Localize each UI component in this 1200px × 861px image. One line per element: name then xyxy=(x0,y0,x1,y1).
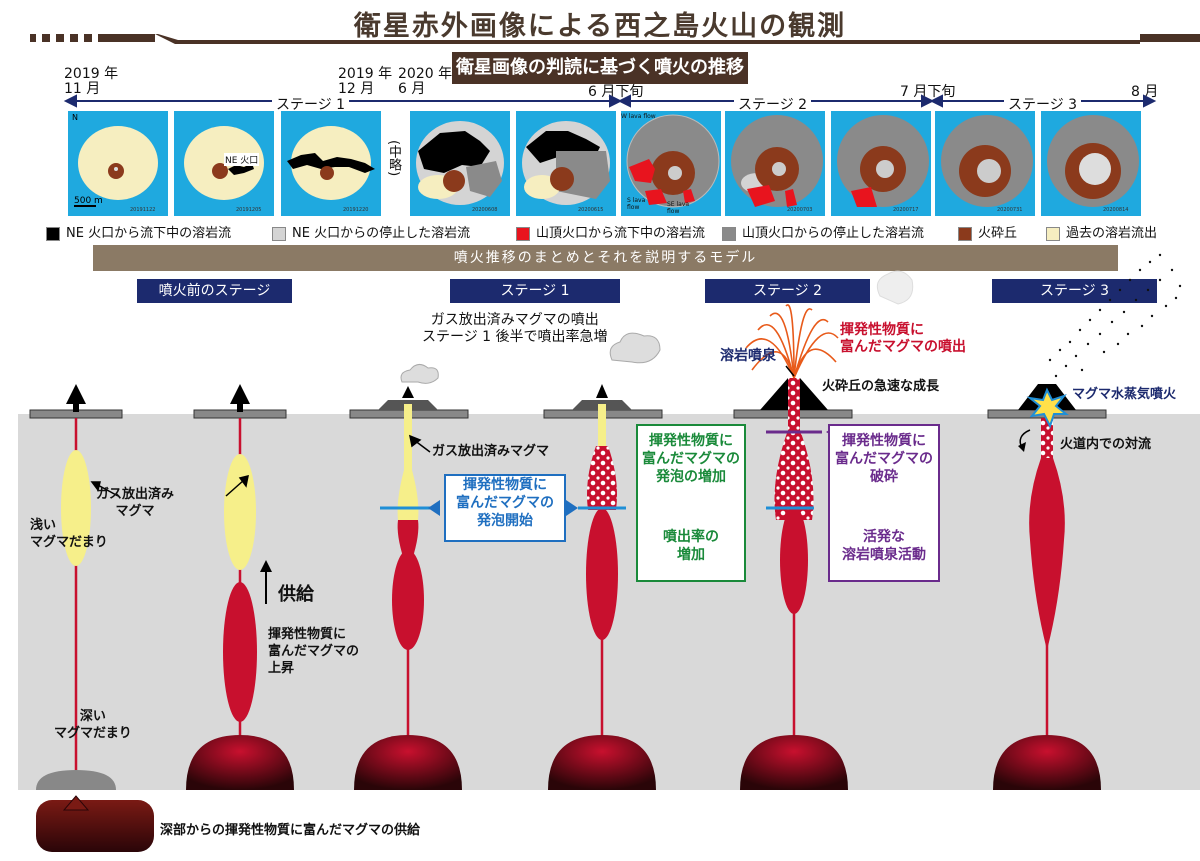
column-stage-2 xyxy=(733,270,914,790)
column-pre-eruption xyxy=(29,384,123,790)
ne-crater-label: NE 火口 xyxy=(224,153,260,166)
thumbnail-3: 20191220 xyxy=(281,111,381,216)
thumbnail-5: 20200615 xyxy=(516,111,616,216)
label-deep-chamber: 深い マグマだまり xyxy=(54,709,132,741)
model-stage-1: ステージ 1 xyxy=(450,279,620,303)
legend-item: 過去の溶岩流出 xyxy=(1046,222,1157,241)
thumbnail-4: 20200608 xyxy=(410,111,510,216)
text-fragmentation: 揮発性物質に 富んだマグマの 破砕 xyxy=(835,433,933,485)
column-supply xyxy=(186,384,294,790)
label-stage1-top: ガス放出済みマグマの噴出 ステージ 1 後半で噴出率急増 xyxy=(422,312,608,345)
north-label: N xyxy=(72,113,78,122)
thumb-date: 20191122 xyxy=(130,207,156,213)
title-rule xyxy=(30,34,1200,44)
column-stage-1-late xyxy=(543,332,663,790)
thumb-date: 20200814 xyxy=(1103,207,1129,213)
date-2019-12: 2019 年 12 月 xyxy=(338,66,393,97)
thumbnail-2: NE 火口 20191205 xyxy=(174,111,274,216)
label-deep-supply: 深部からの揮発性物質に富んだマグマの供給 xyxy=(160,823,421,838)
thumb-date: 20200731 xyxy=(997,207,1023,213)
date-2020-06: 2020 年 6 月 xyxy=(398,66,453,97)
model-stage-pre: 噴火前のステージ xyxy=(137,279,292,303)
thumb-date: 20200703 xyxy=(787,207,813,213)
label-supply: 供給 xyxy=(278,584,314,605)
thumbnail-8: 20200717 xyxy=(831,111,931,216)
thumbnail-1: N 500 m 20191122 xyxy=(68,111,168,216)
label-phreatomagmatic: マグマ水蒸気噴火 xyxy=(1072,387,1177,402)
model-bar: 噴火推移のまとめとそれを説明するモデル xyxy=(93,245,1118,271)
thumbnail-6: W lava flow S lava flow SE lava flow xyxy=(621,111,721,216)
label-degassed-magma: ガス放出済み マグマ xyxy=(96,487,175,519)
legend-item: 山頂火口から流下中の溶岩流 xyxy=(516,222,705,241)
w-lava-label: W lava flow xyxy=(621,113,656,120)
thumb-date: 20191205 xyxy=(236,207,262,213)
label-rich-magma-rise: 揮発性物質に 富んだマグマの 上昇 xyxy=(268,627,360,676)
column-stage-3 xyxy=(987,253,1182,790)
thumb-date: 20200608 xyxy=(472,207,498,213)
model-stage-2: ステージ 2 xyxy=(705,279,870,303)
timeline-stage-3: ステージ 3 xyxy=(1004,94,1082,114)
s-lava-label: S lava flow xyxy=(627,197,646,211)
label-rich-eruption: 揮発性物質に 富んだマグマの噴出 xyxy=(840,322,966,355)
label-degassed-magma-2: ガス放出済みマグマ xyxy=(432,444,550,459)
thumbnail-7: 20200703 xyxy=(725,111,825,216)
column-stage-1 xyxy=(349,364,469,790)
text-active-fountain: 活発な 溶岩噴泉活動 xyxy=(842,529,926,563)
legend-item: NE 火口から流下中の溶岩流 xyxy=(46,222,231,241)
date-2019-11: 2019 年 11 月 xyxy=(64,66,119,97)
label-convection: 火道内での対流 xyxy=(1060,437,1152,452)
omitted-label: (中略) xyxy=(386,140,401,177)
box-foam-increase: 揮発性物質に 富んだマグマの 発泡の増加 噴出率の 増加 xyxy=(636,424,746,582)
se-lava-label: SE lava flow xyxy=(667,201,690,215)
legend: NE 火口から流下中の溶岩流 NE 火口からの停止した溶岩流 山頂火口から流下中… xyxy=(46,222,1176,241)
box-fragmentation: 揮発性物質に 富んだマグマの 破砕 活発な 溶岩噴泉活動 xyxy=(828,424,940,582)
scale-label: 500 m xyxy=(74,196,103,206)
model-stage-3: ステージ 3 xyxy=(992,279,1157,303)
text-foam-increase: 揮発性物質に 富んだマグマの 発泡の増加 xyxy=(642,433,740,485)
box-foam-start: 揮発性物質に 富んだマグマの 発泡開始 xyxy=(444,474,566,542)
thumbnail-10: 20200814 xyxy=(1041,111,1141,216)
subtitle: 衛星画像の判読に基づく噴火の推移 xyxy=(452,52,748,84)
label-cone-growth: 火砕丘の急速な成長 xyxy=(822,379,940,394)
text-rate-increase: 噴出率の 増加 xyxy=(663,529,719,563)
label-shallow-chamber: 浅い マグマだまり xyxy=(30,518,108,550)
legend-item: NE 火口からの停止した溶岩流 xyxy=(272,222,470,241)
page-title: 衛星赤外画像による西之島火山の観測 xyxy=(353,11,847,42)
label-lava-fountain: 溶岩噴泉 xyxy=(720,348,776,364)
legend-item: 火砕丘 xyxy=(958,222,1017,241)
date-august: 8 月 xyxy=(1131,84,1159,100)
timeline-stage-1: ステージ 1 xyxy=(272,94,350,114)
thumbnail-9: 20200731 xyxy=(935,111,1035,216)
legend-item: 山頂火口からの停止した溶岩流 xyxy=(722,222,924,241)
timeline-stage-2: ステージ 2 xyxy=(734,94,812,114)
thumb-date: 20200615 xyxy=(578,207,604,213)
thumb-date: 20200717 xyxy=(893,207,919,213)
thumb-date: 20191220 xyxy=(343,207,369,213)
